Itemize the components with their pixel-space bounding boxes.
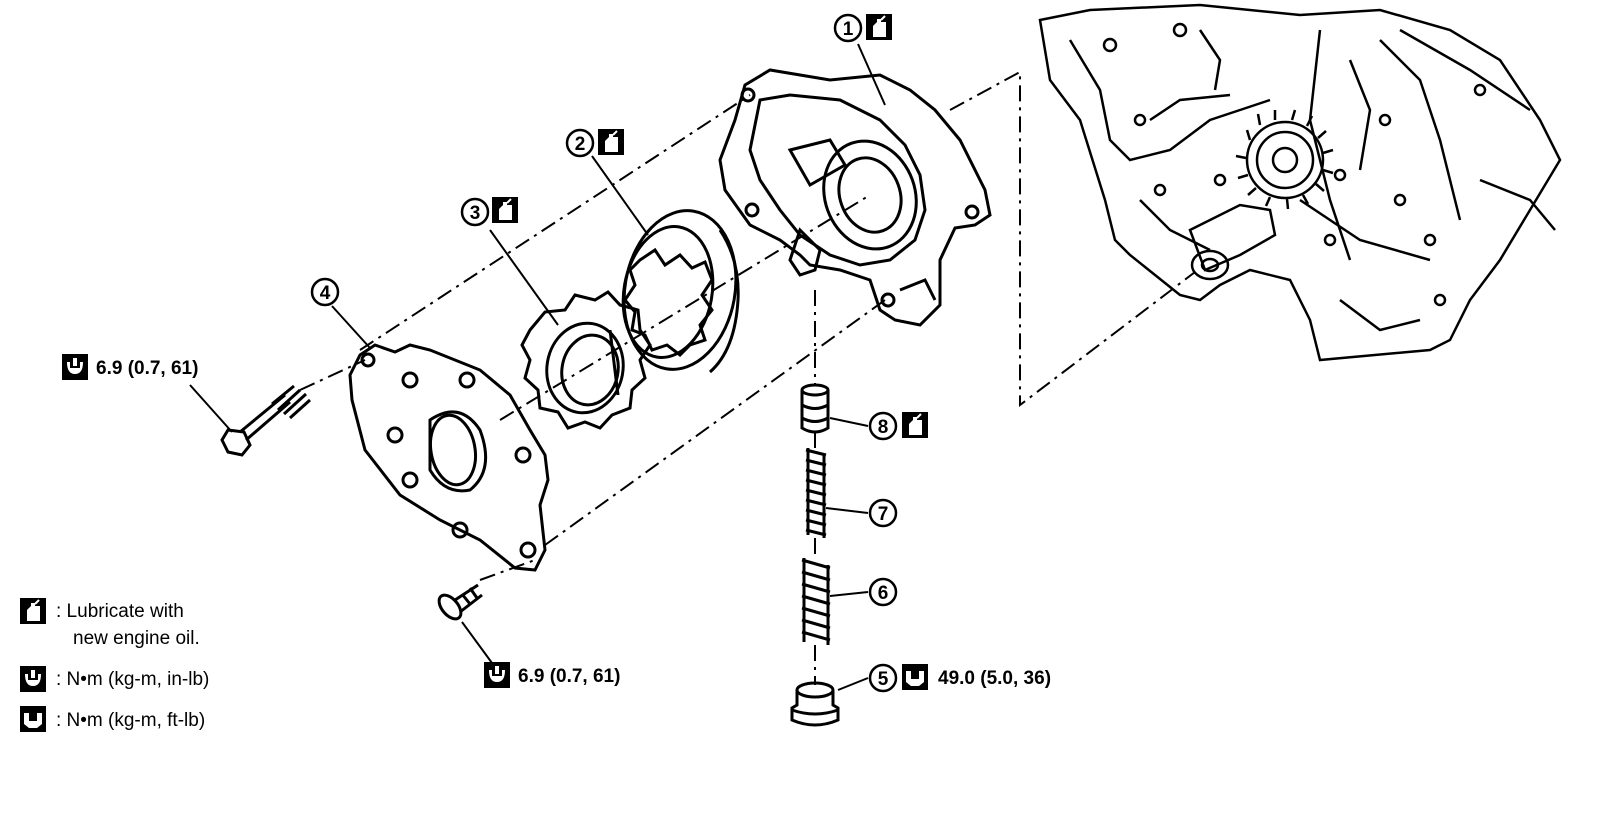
svg-text:6: 6 [878,583,889,604]
svg-text:1: 1 [843,19,854,40]
svg-text:2: 2 [575,134,586,155]
callout-7: 7 [868,498,898,528]
inner-rotor [520,290,652,430]
torque-wrench-icon [20,666,46,692]
bolt-upper [220,384,312,457]
svg-text:8: 8 [878,417,889,438]
dash-lines [299,70,1196,685]
torque-wrench-ftlb-icon [902,664,928,690]
legend-lubricate-line1: : Lubricate with [56,601,184,622]
legend-lubricate-line2: new engine oil. [73,628,200,649]
leader-lines [189,43,886,691]
callout-5: 5 49.0 (5.0, 36) [868,663,1051,693]
engine-block [1038,3,1562,362]
callout-4: 4 [310,277,340,307]
svg-text:6.9 (0.7, 61): 6.9 (0.7, 61) [96,358,198,379]
torque-wrench-icon [484,662,510,688]
torque-plug-value: 49.0 (5.0, 36) [938,668,1051,689]
oil-pump-body [718,68,992,327]
oil-can-icon [597,128,625,156]
legend: : Lubricate with new engine oil. : N•m (… [19,597,209,732]
svg-text:3: 3 [470,203,481,224]
torque-wrench-icon [62,354,88,380]
legend-torque-ftlb: : N•m (kg-m, ft-lb) [56,710,205,731]
callout-3: 3 [460,196,519,227]
torque-wrench-ftlb-icon [20,706,46,732]
bolt-lower [437,583,483,621]
oil-can-icon [19,597,47,625]
oil-can-icon [491,196,519,224]
oil-can-icon [865,13,893,41]
torque-bolt-upper: 6.9 (0.7, 61) [62,354,198,380]
callout-6: 6 [868,577,898,607]
svg-text:7: 7 [878,504,889,525]
callout-1: 1 [833,13,893,43]
svg-text:5: 5 [878,669,889,690]
callout-8: 8 [868,411,929,441]
torque-bolt-lower: 6.9 (0.7, 61) [484,662,620,688]
svg-text:6.9 (0.7, 61): 6.9 (0.7, 61) [518,666,620,687]
pump-cover [348,343,550,572]
svg-text:4: 4 [320,283,331,304]
outer-rotor [621,209,740,374]
legend-torque-inlb: : N•m (kg-m, in-lb) [56,669,209,690]
oil-can-icon [901,411,929,439]
callout-2: 2 [565,128,625,158]
